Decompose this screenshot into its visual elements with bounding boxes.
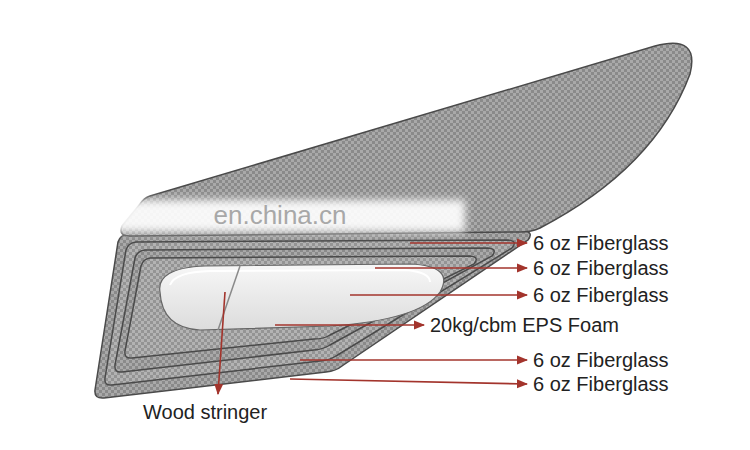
leader-arrow	[410, 242, 527, 244]
layer-label: 6 oz Fiberglass	[533, 256, 669, 280]
wood-stringer	[218, 266, 240, 330]
core-label: 20kg/cbm EPS Foam	[430, 313, 619, 337]
fiberglass-layer	[115, 248, 494, 372]
layer-label: 6 oz Fiberglass	[533, 231, 669, 255]
layer-label: 6 oz Fiberglass	[533, 348, 669, 372]
fiberglass-layer	[105, 240, 514, 385]
leader-arrow	[350, 294, 527, 296]
leader-arrow	[375, 267, 527, 269]
leader-arrow	[275, 324, 424, 326]
fiberglass-layer	[125, 256, 476, 358]
eps-foam-core	[160, 264, 444, 330]
foam-highlight	[170, 270, 430, 285]
leader-arrow	[218, 292, 225, 394]
leader-arrow	[290, 379, 527, 384]
leader-arrow	[300, 359, 527, 361]
watermark-band	[95, 200, 465, 232]
layer-label: 6 oz Fiberglass	[533, 283, 669, 307]
watermark: en.china.cn	[214, 200, 347, 231]
layer-label: 6 oz Fiberglass	[533, 372, 669, 396]
stringer-label: Wood stringer	[143, 400, 267, 424]
